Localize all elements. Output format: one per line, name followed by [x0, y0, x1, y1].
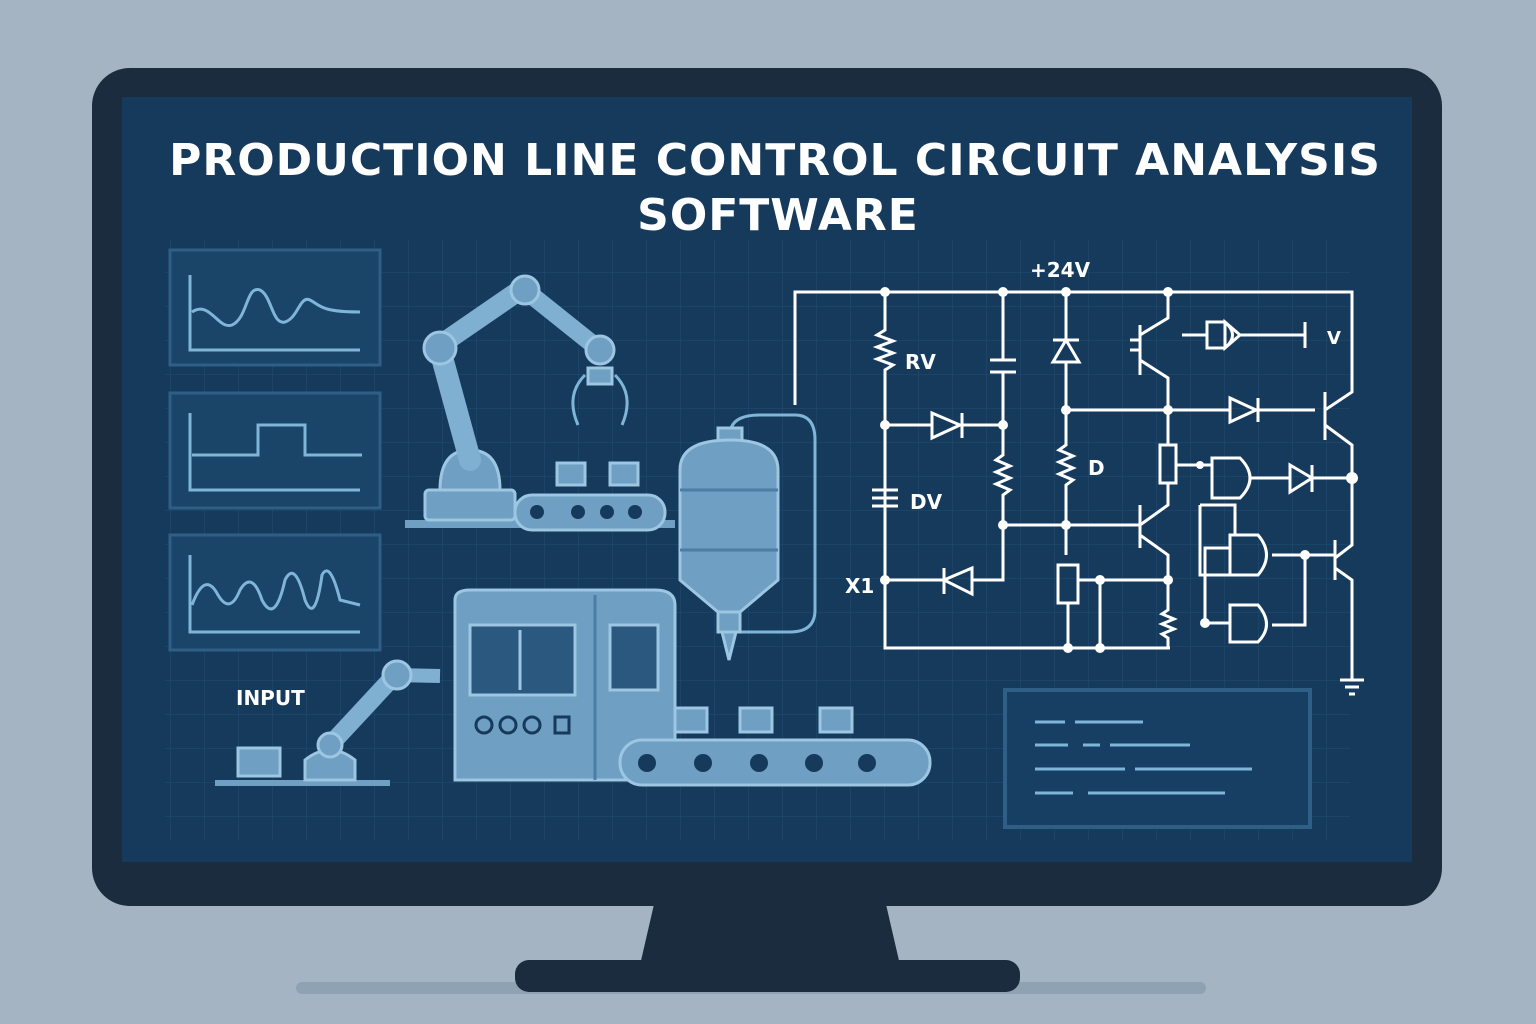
- machine: [453, 588, 677, 782]
- conveyor-lower: [618, 706, 932, 787]
- label-rv: RV: [905, 350, 936, 374]
- tank: [678, 413, 817, 661]
- label-v: V: [1327, 328, 1341, 349]
- log-panel[interactable]: [1003, 688, 1312, 829]
- monitor-stand: [296, 900, 1206, 994]
- robot-arm-upper: [405, 274, 675, 532]
- waveform-panel-sine[interactable]: [168, 248, 382, 367]
- app-title-line2: SOFTWARE: [637, 190, 919, 241]
- input-label: INPUT: [236, 686, 305, 710]
- label-d: D: [1088, 456, 1105, 480]
- robot-arm-lower: [215, 659, 441, 786]
- circuit-junctions: [880, 287, 1358, 653]
- circuit-diagram: +24V RV DV D X1 V: [793, 258, 1364, 696]
- app-title-line1: PRODUCTION LINE CONTROL CIRCUIT ANALYSIS: [169, 135, 1381, 186]
- waveform-panel-oscillation[interactable]: [168, 533, 382, 652]
- supply-voltage-label: +24V: [1030, 258, 1091, 282]
- label-x1: X1: [845, 574, 874, 598]
- label-dv: DV: [910, 490, 943, 514]
- waveform-panel-square[interactable]: [168, 391, 382, 510]
